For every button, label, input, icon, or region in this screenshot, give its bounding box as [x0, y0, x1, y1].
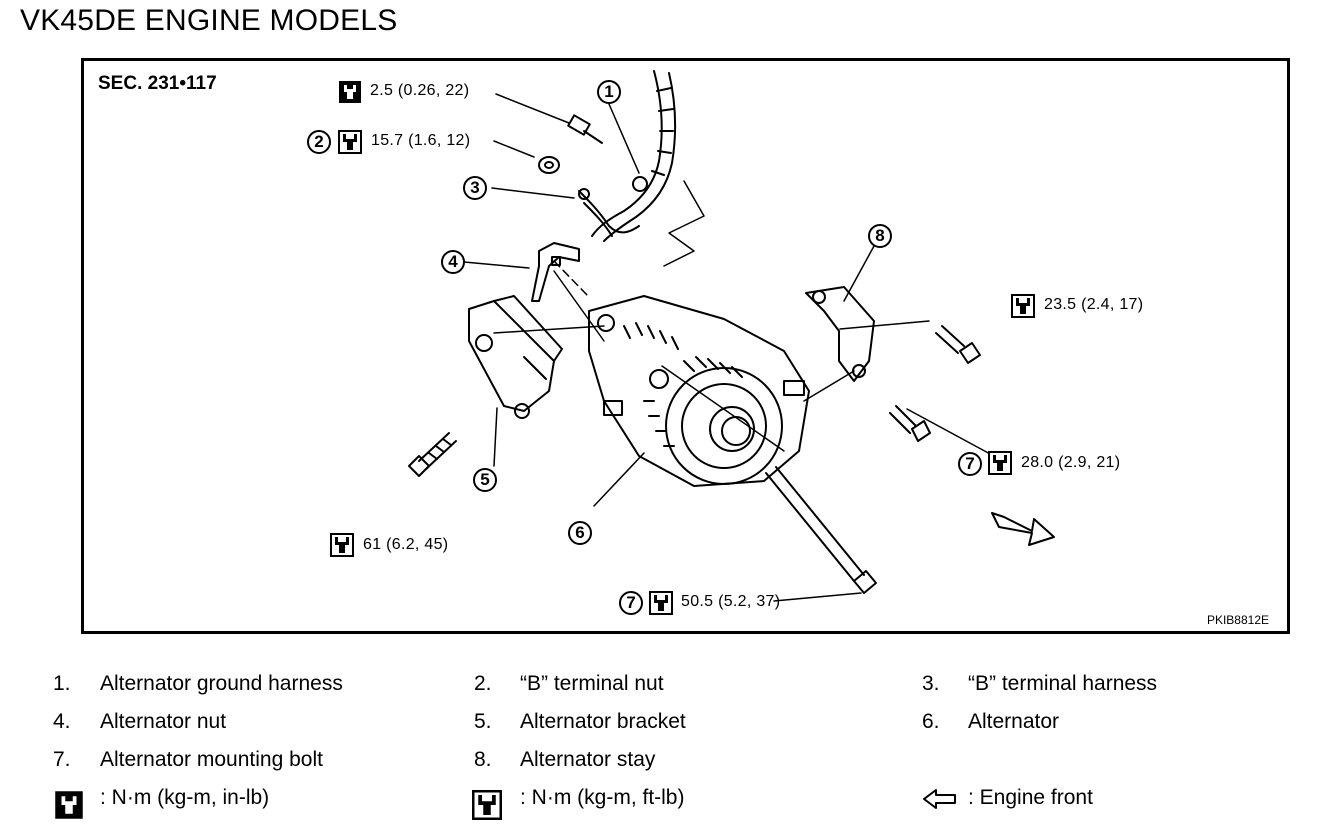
torque-wrench-ft-lb-icon [649, 591, 673, 615]
exploded-view-drawing [408, 70, 1055, 602]
alternator-part [588, 295, 810, 487]
diagram-frame: SEC. 231•117 PKIB8812E 1 2 3 4 5 6 7 7 8… [81, 58, 1290, 634]
b-terminal-nut-part [538, 156, 560, 174]
callout-7-lower: 7 [619, 591, 643, 615]
torque-spec-bolt-1: 2.5 (0.26, 22) [370, 82, 470, 99]
stay-bolt-lower-part [889, 405, 931, 442]
callout-8: 8 [868, 224, 892, 248]
legend-item-label: Alternator bracket [520, 710, 686, 733]
callout-4: 4 [441, 250, 465, 274]
engine-front-arrow-icon [991, 512, 1055, 546]
leader-lines [463, 93, 993, 602]
torque-wrench-ft-lb-icon [1011, 294, 1035, 318]
alternator-nut-part [531, 242, 580, 302]
legend-item-label: “B” terminal nut [520, 672, 664, 695]
alternator-stay-part [805, 286, 875, 382]
legend-symbol-in-lb: : N·m (kg-m, in-lb) [100, 786, 270, 809]
callout-2: 2 [307, 130, 331, 154]
torque-wrench-ft-lb-icon [330, 533, 354, 557]
torque-spec-stay-upper: 23.5 (2.4, 17) [1044, 296, 1144, 313]
page-title: VK45DE ENGINE MODELS [20, 4, 398, 37]
callout-7-upper: 7 [958, 452, 982, 476]
legend-item-number: 5. [474, 710, 492, 733]
legend-item-number: 6. [922, 710, 940, 733]
torque-spec-stay-lower: 28.0 (2.9, 21) [1021, 454, 1121, 471]
legend-item-label: “B” terminal harness [968, 672, 1158, 695]
stay-bolt-upper-part [935, 325, 981, 364]
alternator-mounting-bolt-part [765, 466, 877, 594]
bracket-bolt-part [408, 432, 457, 477]
callout-6: 6 [568, 521, 592, 545]
legend-item-label: Alternator mounting bolt [100, 748, 323, 771]
torque-spec-nut-2: 15.7 (1.6, 12) [371, 132, 471, 149]
engine-front-arrow-icon [923, 789, 956, 809]
torque-spec-mounting-bolt: 50.5 (5.2, 37) [681, 593, 781, 610]
alternator-ground-harness-part [591, 70, 677, 242]
legend-item-number: 4. [53, 710, 71, 733]
torque-wrench-in-lb-icon [339, 81, 361, 103]
torque-wrench-in-lb-icon [55, 791, 83, 819]
legend-symbol-ft-lb: : N·m (kg-m, ft-lb) [520, 786, 685, 809]
torque-wrench-ft-lb-icon [338, 130, 362, 154]
b-terminal-harness-part [578, 188, 640, 237]
callout-3: 3 [463, 176, 487, 200]
section-number: SEC. 231•117 [98, 73, 217, 94]
legend-item-number: 8. [474, 748, 492, 771]
callout-5: 5 [473, 468, 497, 492]
legend-symbol-engine-front: : Engine front [968, 786, 1093, 809]
legend-item-label: Alternator ground harness [100, 672, 343, 695]
torque-wrench-ft-lb-icon [988, 451, 1012, 475]
legend-item-number: 2. [474, 672, 492, 695]
legend-item-label: Alternator nut [100, 710, 227, 733]
legend-item-number: 1. [53, 672, 71, 695]
callout-1: 1 [597, 80, 621, 104]
legend-item-number: 7. [53, 748, 71, 771]
legend-item-number: 3. [922, 672, 940, 695]
legend-item-label: Alternator [968, 710, 1060, 733]
figure-code: PKIB8812E [1206, 613, 1269, 627]
bolt-1-part [567, 114, 603, 144]
torque-spec-bracket-bolt: 61 (6.2, 45) [363, 536, 449, 553]
alternator-bracket-part [468, 295, 563, 419]
torque-wrench-ft-lb-icon [472, 790, 502, 820]
legend-item-label: Alternator stay [520, 748, 656, 771]
